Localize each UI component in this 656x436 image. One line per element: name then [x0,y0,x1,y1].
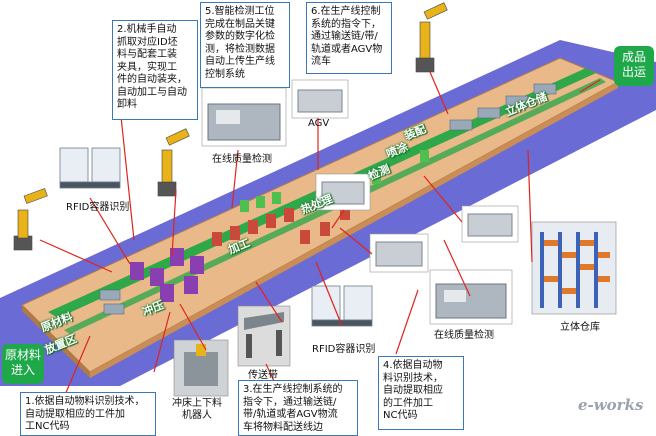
loading-robot-photo [173,339,229,397]
step-2-box: 2.机械手自动 抓取对应ID坯 料与配套工装 夹具，实现工 件的自动装夹， 自动… [112,20,198,120]
inspection-machine-1 [201,87,287,147]
loading-robot-label: 冲床上下料 机器人 [172,398,222,421]
inspection-label-top: 在线质量检测 [212,154,272,165]
agv-photo-right [369,233,429,273]
eworks-logo: e-works [578,396,644,414]
agv-photo-far-right [461,205,519,243]
rfid-containers-bottom [311,285,373,327]
robot-arm-middle [157,128,190,197]
warehouse-photo [531,221,617,315]
step-5-box: 5.智能检测工位 完成在制品关键 参数的数字化检 测，将检测数据 自动上传生产线… [200,2,290,88]
step-6-box: 6.在生产线控制 系统的指令下， 通过输送链/带/ 轨道或者AGV物 流车 [306,2,392,74]
agv-label: AGV [308,118,330,129]
machining-cells [212,206,350,246]
platform-side-edge [90,82,618,378]
platform-front-edge [22,305,90,378]
inspection-label-bottom: 在线质量检测 [434,330,494,341]
robot-arm-left [13,188,48,251]
step-1-box: 1.依据自动物料识别技术， 自动提取相应的工件加 工NC代码 [20,392,156,436]
rfid-containers-top [59,147,121,189]
warehouse-label: 立体仓库 [560,322,600,333]
stamping-machines [130,248,204,302]
agv-photo-top [291,79,349,119]
rfid-label-bottom: RFID容器识别 [312,344,376,355]
conveyor-label: 传送带 [248,370,278,381]
inspection-machine-2 [429,269,513,325]
robot-arm-top [415,2,448,73]
conveyor-photo [237,305,291,367]
finished-goods-badge: 成品 出运 [614,46,654,86]
racks [99,83,557,315]
step-4-box: 4.依据自动物 料识别技术， 自动提取相应 的工件加工 NC代码 [378,356,464,430]
pointer-lines [39,71,601,403]
raw-material-badge: 原材料 进入 [2,344,44,384]
rfid-label-top: RFID容器识别 [66,202,130,213]
agv-photo-middle [315,173,371,211]
step-3-box: 3.在生产线控制系统的 指令下，通过输送链/ 带/轨道或者AGV物流 车将物料配… [238,380,358,436]
